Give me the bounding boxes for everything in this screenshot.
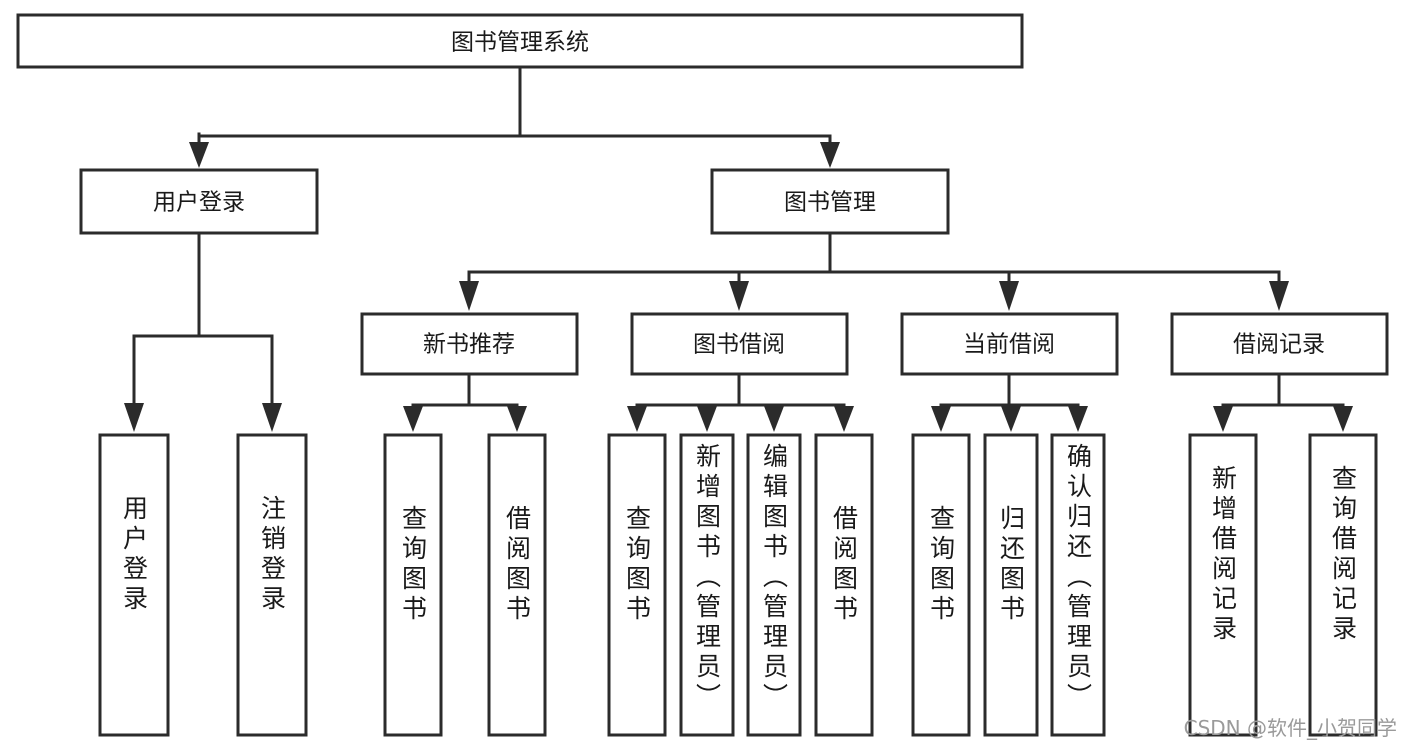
connector-group-new-book: [403, 372, 527, 432]
connector-group-root: [189, 65, 840, 168]
node-root[interactable]: 图书管理系统: [16, 13, 1024, 69]
arrow-head-bb-query: [627, 406, 647, 432]
node-book-borrow-label: 图书借阅: [693, 332, 785, 358]
node-book-borrow[interactable]: 图书借阅: [630, 312, 849, 376]
arrow-head-bb-add: [697, 406, 717, 432]
arrow-head-book-manage: [820, 142, 840, 168]
node-book-manage[interactable]: 图书管理: [710, 168, 950, 235]
node-borrow-record-label: 借阅记录: [1233, 332, 1325, 358]
connector-group-book-borrow: [627, 372, 854, 432]
node-root-box[interactable]: [16, 13, 1024, 69]
node-book-borrow-box[interactable]: [630, 312, 849, 376]
connector-group-book-manage: [459, 231, 1289, 311]
leaf-box-br-query[interactable]: [1308, 433, 1378, 737]
node-current-borrow-label: 当前借阅: [963, 332, 1055, 358]
leaf-box-cb-return[interactable]: [983, 433, 1039, 737]
arrow-head-bb-edit: [764, 406, 784, 432]
node-book-manage-label: 图书管理: [784, 190, 876, 216]
node-root-label: 图书管理系统: [451, 30, 589, 56]
arrow-head-leaf-user-login: [124, 403, 144, 432]
arrow-head-cb-confirm: [1068, 406, 1088, 432]
leaf-box-bb-edit[interactable]: [746, 433, 802, 737]
arrow-head-nb-borrow: [507, 406, 527, 432]
arrow-head-borrow-record: [1269, 281, 1289, 311]
node-user-login-box[interactable]: [79, 168, 319, 235]
arrow-head-leaf-logout: [262, 403, 282, 432]
leaf-box-user-login[interactable]: [98, 433, 170, 737]
arrow-head-new-book: [459, 281, 479, 311]
leaf-box-logout[interactable]: [236, 433, 308, 737]
arrow-head-bb-borrow: [834, 406, 854, 432]
leaf-box-nb-borrow[interactable]: [487, 433, 547, 737]
arrow-head-current-borrow: [999, 281, 1019, 311]
leaf-box-cb-confirm[interactable]: [1050, 433, 1106, 737]
arrow-head-br-query: [1333, 406, 1353, 432]
node-new-book-recommend[interactable]: 新书推荐: [360, 312, 579, 376]
node-new-book-recommend-box[interactable]: [360, 312, 579, 376]
csdn-watermark: CSDN @软件_小贺同学: [1183, 716, 1397, 740]
node-user-login-label: 用户登录: [153, 190, 245, 216]
arrow-head-br-add: [1213, 406, 1233, 432]
node-book-manage-box[interactable]: [710, 168, 950, 235]
arrow-head-cb-return: [1001, 406, 1021, 432]
leaf-boxes-group: [98, 433, 1378, 737]
arrow-head-user-login: [189, 142, 209, 168]
connector-group-current-borrow: [931, 372, 1088, 432]
connector-group-borrow-record: [1213, 372, 1353, 432]
arrow-head-book-borrow: [729, 281, 749, 311]
node-current-borrow-box[interactable]: [900, 312, 1119, 376]
leaf-box-br-add[interactable]: [1188, 433, 1258, 737]
node-current-borrow[interactable]: 当前借阅: [900, 312, 1119, 376]
node-borrow-record[interactable]: 借阅记录: [1170, 312, 1389, 376]
node-new-book-recommend-label: 新书推荐: [423, 332, 515, 358]
connector-group-user-login: [124, 231, 282, 432]
arrow-head-nb-query: [403, 406, 423, 432]
leaf-box-cb-query[interactable]: [911, 433, 971, 737]
leaf-box-bb-borrow[interactable]: [814, 433, 874, 737]
leaf-box-bb-add[interactable]: [679, 433, 735, 737]
leaf-box-nb-query[interactable]: [383, 433, 443, 737]
node-user-login[interactable]: 用户登录: [79, 168, 319, 235]
arrow-head-cb-query: [931, 406, 951, 432]
node-borrow-record-box[interactable]: [1170, 312, 1389, 376]
leaf-box-bb-query[interactable]: [607, 433, 667, 737]
